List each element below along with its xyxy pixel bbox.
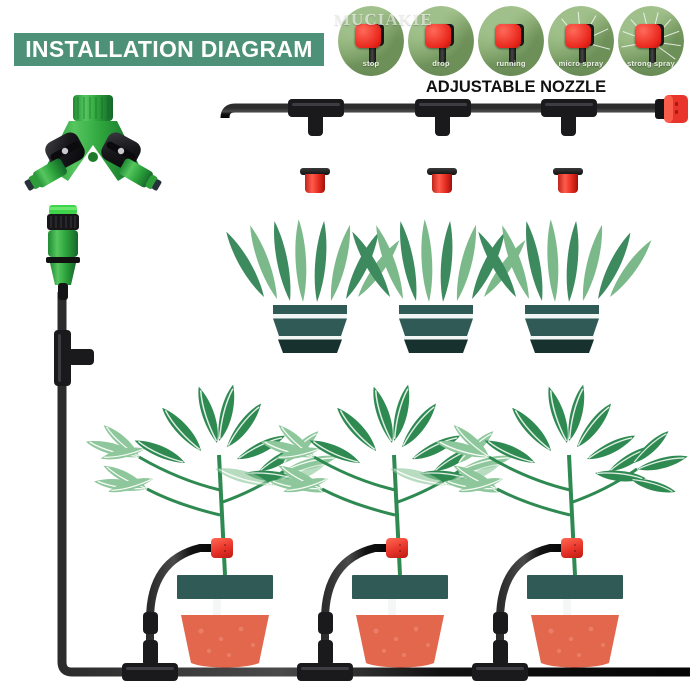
nozzle-thumb-micro-spray[interactable]: micro spray [548, 6, 614, 76]
nozzle-body [211, 538, 233, 558]
nozzle-hole [224, 550, 227, 553]
drip-nozzle-upper-3[interactable] [553, 168, 583, 194]
nozzle-thumb-stop[interactable]: stop [338, 6, 404, 76]
lower-plant-group-2 [259, 382, 515, 668]
coupler-1 [143, 612, 158, 634]
nozzle-collar [300, 168, 330, 175]
nozzle-collar [427, 168, 457, 175]
nozzle-thumb-strong-spray[interactable]: strong spray [618, 6, 684, 76]
end-nozzle-top-line[interactable] [655, 93, 695, 125]
coupler-2 [318, 612, 333, 634]
quick-hose-connector[interactable] [40, 205, 86, 300]
two-way-hose-splitter[interactable] [22, 95, 162, 210]
nozzle-body [386, 538, 408, 558]
tee-fitting-bottom-1 [122, 640, 178, 681]
nozzle-thumb-running[interactable]: running [478, 6, 544, 76]
nozzle-hole [399, 550, 402, 553]
nozzle-body [561, 538, 583, 558]
lower-plant-group-3 [434, 382, 690, 668]
upper-plant-group-1 [221, 218, 404, 353]
nozzle-cap-icon [355, 24, 382, 49]
tee-fitting-top-2 [415, 99, 471, 136]
nozzle-label: running [496, 59, 526, 68]
upper-plant-group-3 [473, 218, 656, 353]
drip-nozzle-upper-2[interactable] [427, 168, 457, 194]
nozzle-cap-icon [425, 24, 452, 49]
tee-fitting-top-1 [288, 99, 344, 136]
nozzle-cap-icon [565, 24, 592, 49]
side-nozzle-lower-1[interactable] [211, 538, 233, 558]
nozzle-label: drop [432, 59, 450, 68]
nozzle-body [558, 174, 578, 193]
side-nozzle-lower-3[interactable] [561, 538, 583, 558]
adjustable-nozzle-gallery: stop drop running [338, 6, 694, 80]
tee-fitting-mid-left [54, 330, 94, 386]
nozzle-hole [574, 544, 577, 547]
nozzle-hole [574, 550, 577, 553]
tee-fitting-bottom-3 [472, 640, 528, 681]
nozzle-label: strong spray [627, 59, 675, 68]
nozzle-cap-icon [495, 24, 522, 49]
nozzle-cap-icon [635, 24, 662, 49]
page-title-text: INSTALLATION DIAGRAM [25, 36, 313, 62]
nozzle-label: stop [362, 59, 380, 68]
nozzle-body [432, 174, 452, 193]
lower-plant-group-1 [84, 382, 340, 668]
drip-nozzle-upper-1[interactable] [300, 168, 330, 194]
nozzle-hole [224, 544, 227, 547]
nozzle-label: micro spray [558, 59, 604, 68]
tee-fitting-top-3 [541, 99, 597, 136]
nozzle-collar [553, 168, 583, 175]
nozzle-hole [399, 544, 402, 547]
page-title: INSTALLATION DIAGRAM [14, 33, 324, 66]
nozzle-thumb-drop[interactable]: drop [408, 6, 474, 76]
pipe-fittings [54, 99, 597, 681]
tee-fitting-bottom-2 [297, 640, 353, 681]
upper-plant-group-2 [347, 218, 530, 353]
nozzle-body [305, 174, 325, 193]
adjustable-nozzle-caption: ADJUSTABLE NOZZLE [425, 78, 607, 96]
coupler-3 [493, 612, 508, 634]
side-nozzle-lower-2[interactable] [386, 538, 408, 558]
